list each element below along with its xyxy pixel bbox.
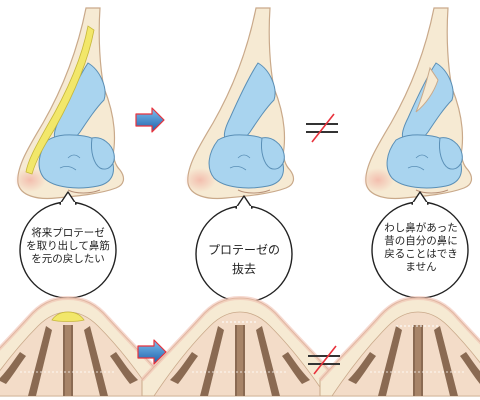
cross-section-with-implant (0, 296, 168, 398)
bubble-removal-text: プロテーゼの抜去 (196, 241, 292, 278)
nose-panel-after-removal (183, 7, 295, 200)
bubble-result-line: 昔の自分の鼻に (384, 235, 458, 248)
bubble-before-line: 将来プロテーゼ (31, 227, 105, 239)
bubble-removal-line: プロテーゼの (207, 243, 280, 257)
bubble-result-line: ません (405, 261, 437, 274)
cross-section-implant (51, 311, 85, 322)
not-equal-icon (305, 113, 339, 143)
bubble-result-text: わし鼻があった昔の自分の鼻に戻ることはできません (376, 222, 466, 275)
cross-section-original (318, 296, 480, 398)
bubble-removal-line: 抜去 (231, 261, 256, 276)
right-arrow-icon (135, 107, 165, 133)
nose-panel-with-implant (13, 7, 125, 200)
bubble-before-text: 将来プロテーゼを取り出して鼻筋を元の戻したい (26, 227, 110, 266)
nose-panel-original-hump (361, 7, 473, 200)
prosthesis-implant (25, 25, 95, 175)
bubble-before-line: を取り出して鼻筋 (26, 240, 110, 253)
dorsal-hump (415, 66, 439, 113)
bubble-before-line: を元の戻したい (31, 253, 105, 266)
bubble-result-line: わし鼻があった (384, 222, 458, 234)
bubble-result-line: 戻ることはでき (384, 248, 458, 261)
cross-section-after-removal (140, 296, 340, 398)
